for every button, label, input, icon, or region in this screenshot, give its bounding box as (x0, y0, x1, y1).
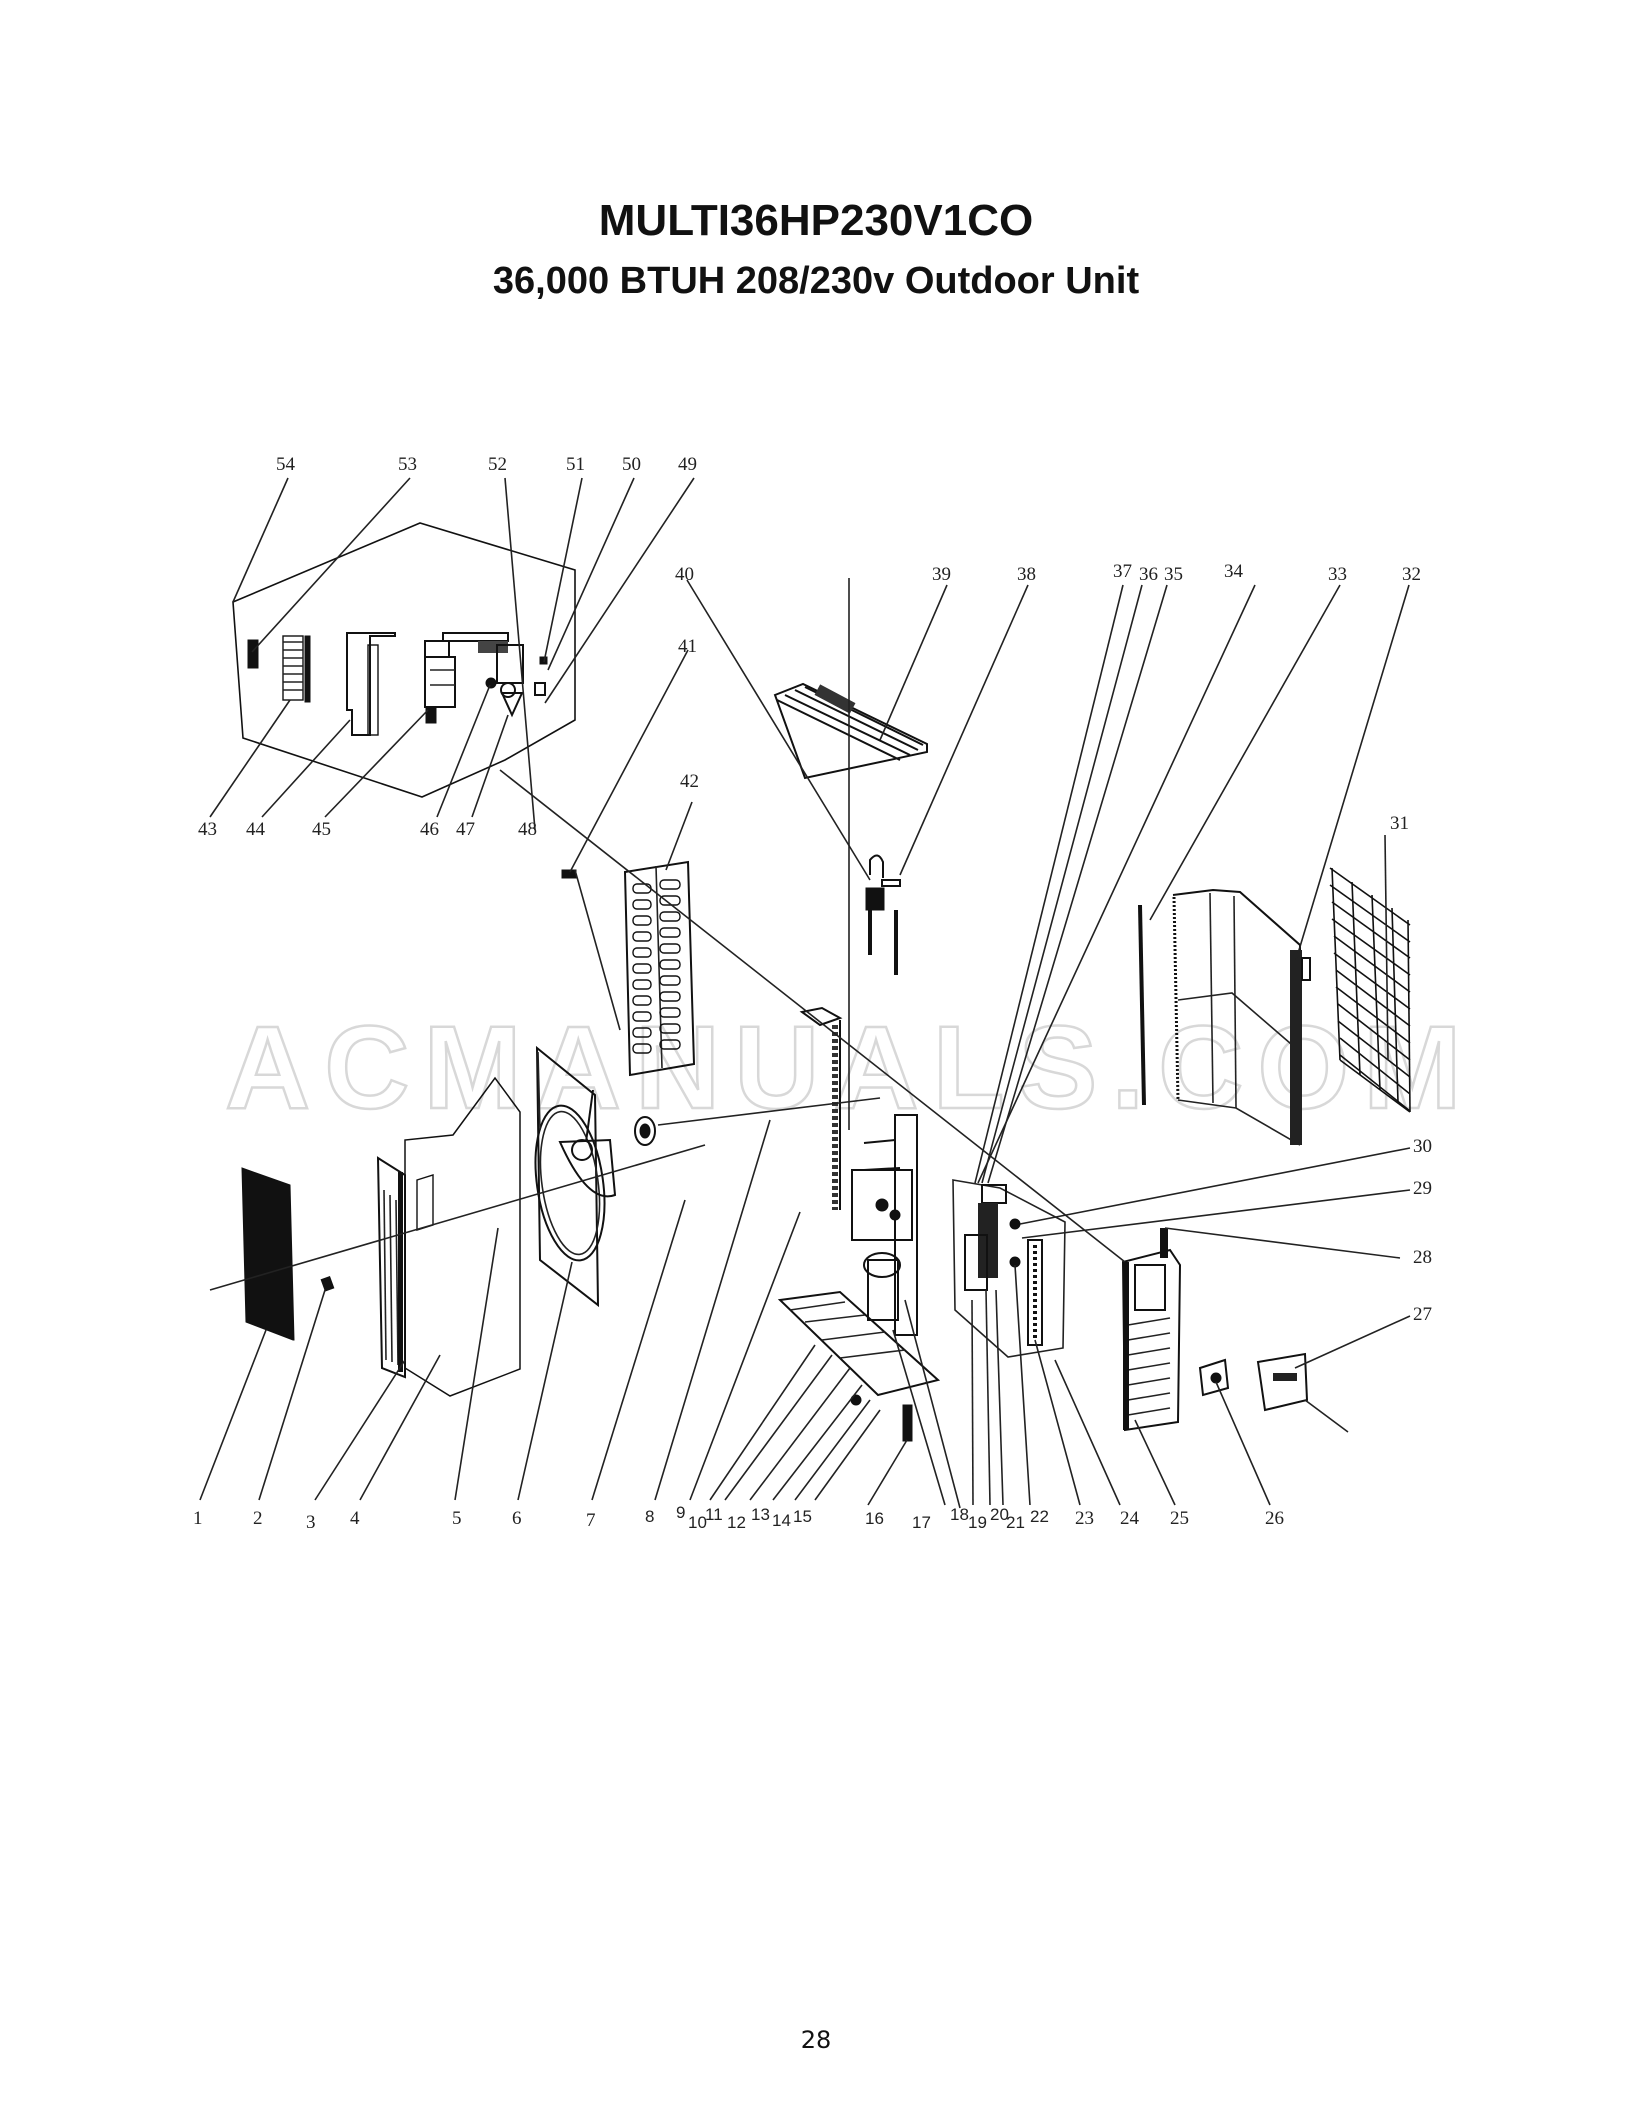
callout-53: 53 (398, 454, 417, 475)
callout-44: 44 (246, 819, 266, 840)
callout-42: 42 (680, 771, 699, 792)
watermark: ACMANUALS.COM (225, 1002, 1475, 1134)
callout-7: 7 (586, 1510, 596, 1531)
callout-37: 37 (1113, 561, 1132, 582)
callout-10: 10 (688, 1513, 707, 1532)
callout-20: 20 (990, 1505, 1009, 1524)
callout-28: 28 (1413, 1247, 1432, 1268)
callout-38: 38 (1017, 564, 1036, 585)
callout-47: 47 (456, 819, 475, 840)
callout-52: 52 (488, 454, 507, 475)
callout-33: 33 (1328, 564, 1347, 585)
callout-41: 41 (678, 636, 697, 657)
callout-6: 6 (512, 1508, 522, 1529)
callout-48: 48 (518, 819, 537, 840)
callout-30: 30 (1413, 1136, 1432, 1157)
callout-49: 49 (678, 454, 697, 475)
callout-19: 19 (968, 1513, 987, 1532)
callout-18: 18 (950, 1505, 969, 1524)
front-panel-inset (376, 1076, 521, 1397)
unit-subtitle: 36,000 BTUH 208/230v Outdoor Unit (492, 260, 1140, 302)
callout-34: 34 (1224, 561, 1244, 582)
callout-11: 11 (705, 1505, 723, 1524)
fan-blade (558, 1089, 617, 1198)
callout-2: 2 (253, 1508, 263, 1529)
callout-17: 17 (912, 1513, 931, 1532)
fan-motor (634, 1116, 656, 1146)
condenser-coil (1138, 888, 1311, 1146)
callout-22: 22 (1030, 1507, 1049, 1526)
valve-assembly (865, 854, 901, 975)
callout-4: 4 (350, 1508, 360, 1529)
handle-and-cover (1198, 1352, 1309, 1412)
model-title: MULTI36HP230V1CO (598, 196, 1034, 245)
callout-45: 45 (312, 819, 331, 840)
callout-3: 3 (306, 1512, 316, 1533)
chassis-compressor (777, 1006, 941, 1406)
callout-15: 15 (793, 1507, 812, 1526)
page-number: 28 (800, 2026, 832, 2054)
callout-12: 12 (727, 1513, 746, 1532)
callout-40: 40 (675, 564, 694, 585)
callout-43: 43 (198, 819, 217, 840)
callout-16: 16 (865, 1509, 884, 1528)
callout-51: 51 (566, 454, 585, 475)
callout-21: 21 (1006, 1513, 1025, 1532)
leader-lines (199, 477, 1411, 1509)
callout-32: 32 (1402, 564, 1421, 585)
callout-1: 1 (193, 1508, 203, 1529)
callout-8: 8 (645, 1507, 654, 1526)
callout-27: 27 (1413, 1304, 1432, 1325)
right-side-panel (1121, 1228, 1182, 1432)
callout-23: 23 (1075, 1508, 1094, 1529)
callout-29: 29 (1413, 1178, 1432, 1199)
callout-31: 31 (1390, 813, 1409, 834)
callout-39: 39 (932, 564, 951, 585)
electrical-control-inset (952, 1179, 1066, 1358)
callout-13: 13 (751, 1505, 770, 1524)
callout-46: 46 (420, 819, 439, 840)
fan-shroud-panel (534, 1045, 606, 1308)
rear-wire-grille (1329, 867, 1411, 1113)
callout-9: 9 (676, 1503, 685, 1522)
front-grille (241, 1167, 295, 1341)
callout-25: 25 (1170, 1508, 1189, 1529)
callout-54: 54 (276, 454, 296, 475)
callout-35: 35 (1164, 564, 1183, 585)
callout-24: 24 (1120, 1508, 1140, 1529)
callout-50: 50 (622, 454, 641, 475)
electrical-box-inset (232, 522, 576, 798)
callout-26: 26 (1265, 1508, 1284, 1529)
callout-14: 14 (772, 1511, 791, 1530)
callout-5: 5 (452, 1508, 462, 1529)
top-cover-plate (773, 682, 928, 780)
callout-36: 36 (1139, 564, 1158, 585)
callout-labels: 1 2 3 4 5 6 7 8 9 10 11 12 13 14 15 16 1… (193, 454, 1432, 1533)
